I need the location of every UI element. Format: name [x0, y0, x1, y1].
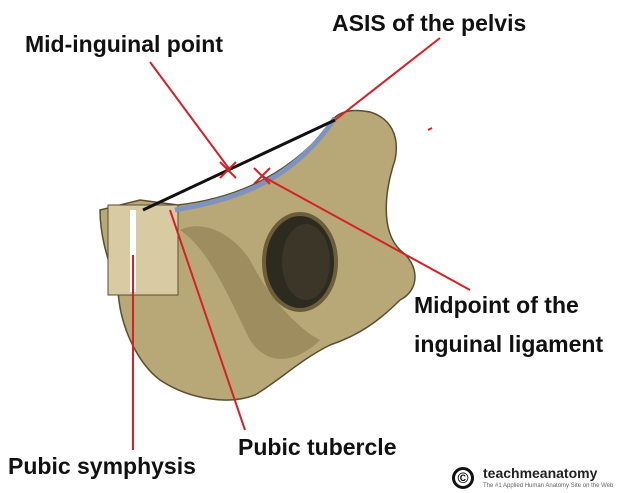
copyright-icon: ©	[452, 467, 474, 489]
label-mid-inguinal-point: Mid-inguinal point	[25, 31, 224, 57]
midpoint-cross	[253, 167, 271, 185]
label-midpoint-line1: Midpoint of the	[414, 292, 579, 318]
mid-inguinal-pointer	[149, 61, 231, 171]
label-pubic-symphysis: Pubic symphysis	[8, 453, 196, 479]
logo-name: teachmeanatomy	[483, 465, 598, 481]
asis-pointer	[334, 37, 441, 121]
logo-text: teachmeanatomy The #1 Applied Human Anat…	[483, 466, 613, 490]
hip-bone	[99, 109, 416, 401]
teachmeanatomy-logo: © teachmeanatomy The #1 Applied Human An…	[452, 466, 613, 490]
pubic-symphysis-cartilage	[107, 204, 179, 296]
label-midpoint-line2: inguinal ligament	[414, 331, 604, 357]
logo-tagline: The #1 Applied Human Anatomy Site on the…	[483, 483, 614, 489]
label-asis: ASIS of the pelvis	[332, 10, 527, 36]
stray-mark	[427, 127, 433, 131]
tubercle-pointer	[169, 209, 246, 431]
midpoint-pointer	[261, 175, 471, 291]
foramen-inner	[282, 224, 330, 300]
bone-shading	[180, 226, 320, 359]
mid-inguinal-cross	[219, 161, 237, 179]
asis-symphysis-line	[142, 118, 336, 212]
inguinal-ligament	[174, 116, 338, 213]
label-pubic-tubercle: Pubic tubercle	[238, 434, 397, 460]
